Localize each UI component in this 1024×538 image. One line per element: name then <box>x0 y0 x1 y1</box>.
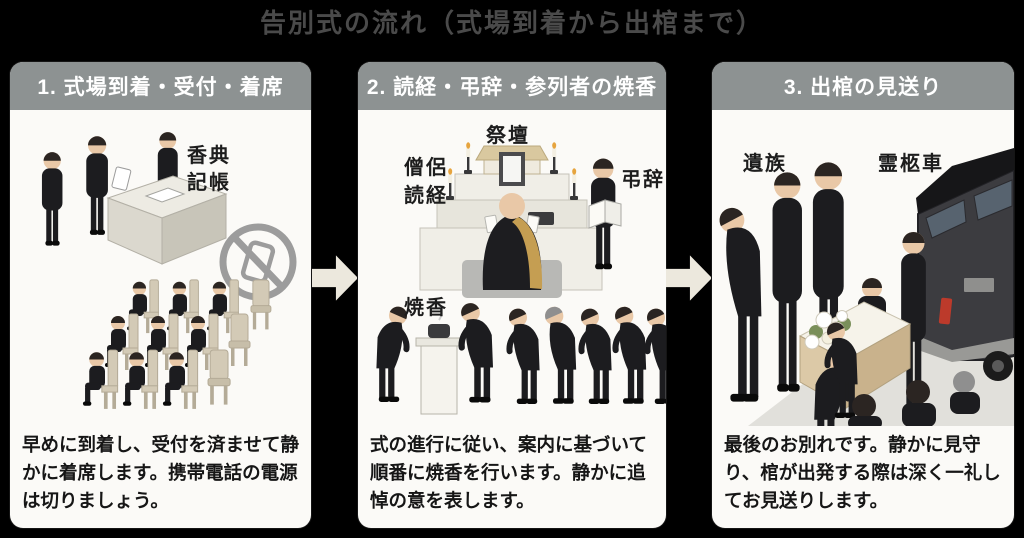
eulogy-reader-figure <box>588 158 622 270</box>
waiting-guests <box>41 136 132 246</box>
step-1-header: 1. 式場到着・受付・着席 <box>10 62 311 110</box>
seated-attendees <box>82 279 272 410</box>
hearse-vehicle <box>916 148 1014 381</box>
ceremony-scene-illustration <box>358 142 666 415</box>
step-panel-1: 1. 式場到着・受付・着席 <box>10 62 311 528</box>
step-panel-2: 2. 読経・弔辞・参列者の焼香 <box>358 62 666 528</box>
step-1-illustration-area: 香典 記帳 <box>10 110 311 426</box>
step-2-description: 式の進行に従い、案内に基づいて順番に焼香を行います。静かに追悼の意を表します。 <box>370 434 647 512</box>
reception-desk <box>106 175 228 265</box>
chouji-label: 弔辞 <box>621 169 665 191</box>
reception-scene-illustration <box>41 132 297 410</box>
flow-arrow-right-icon-1 <box>312 255 358 301</box>
coffin-sendoff-scene-illustration <box>715 148 1014 426</box>
shoukou-label: 焼香 <box>404 297 448 319</box>
pallbearers-front <box>814 320 980 426</box>
step-3-description: 最後のお別れです。静かに見守り、棺が出発する際は深く一礼してお見送りします。 <box>724 434 1001 512</box>
step-2-illustration-area: 祭壇 僧侶 読経 弔辞 焼香 <box>358 110 666 426</box>
saidan-label: 祭壇 <box>486 125 530 147</box>
kichou-label: 記帳 <box>187 172 231 194</box>
souryo-label: 僧侶 <box>404 157 448 179</box>
reikyusha-label: 霊柩車 <box>878 153 944 175</box>
monk-figure <box>462 193 562 298</box>
step-3-header: 3. 出棺の見送り <box>712 62 1014 110</box>
step-3-illustration-area: 遺族 霊柩車 <box>712 110 1014 426</box>
step-1-description: 早めに到着し、受付を済ませて静かに着席します。携帯電話の電源は切りましょう。 <box>22 434 299 512</box>
kouden-label: 香典 <box>187 145 231 167</box>
step-panel-3: 3. 出棺の見送り <box>712 62 1014 528</box>
izoku-label: 遺族 <box>743 153 787 175</box>
page-title: 告別式の流れ（式場到着から出棺まで） <box>259 8 764 38</box>
incense-stand <box>415 305 463 415</box>
dokyou-label: 読経 <box>404 185 448 207</box>
step-2-header: 2. 読経・弔辞・参列者の焼香 <box>358 62 666 110</box>
flow-arrow-right-icon-2 <box>666 255 712 301</box>
